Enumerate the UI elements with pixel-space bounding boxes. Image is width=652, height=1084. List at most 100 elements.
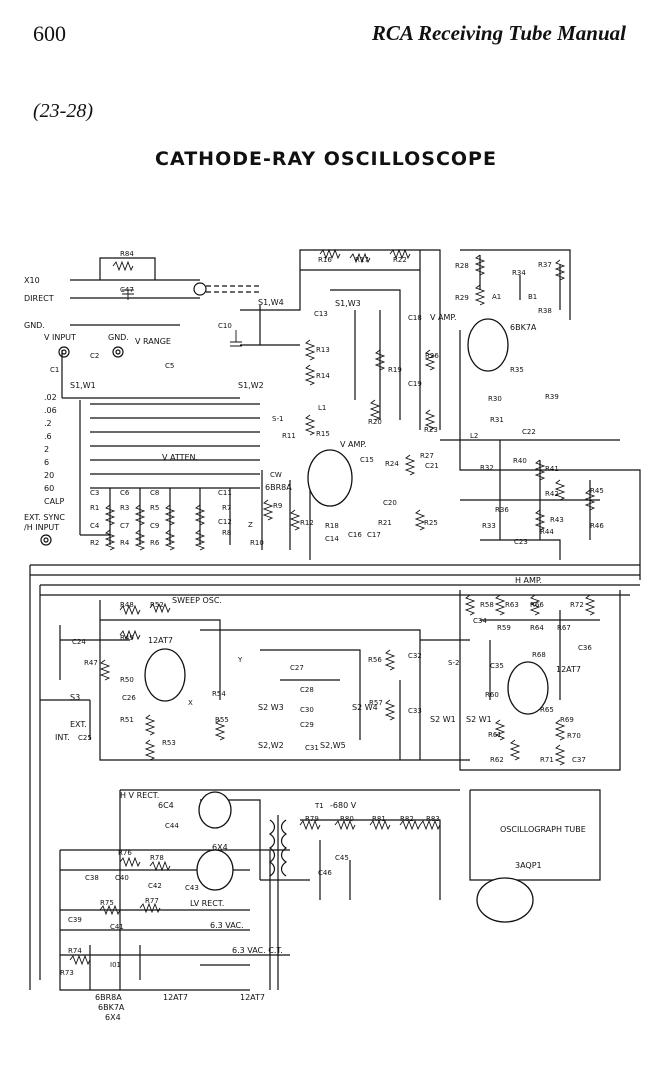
section-label: EXT. [70,720,87,729]
component-label: C15 [360,456,374,464]
switch-label: S1,W4 [258,298,284,307]
range-step: CALP [44,497,65,506]
tube-type: 12AT7 [556,665,581,674]
component-label: C35 [490,662,504,670]
component-label: C43 [185,884,199,892]
component-label: R6 [150,539,160,547]
component-label: R57 [369,699,383,707]
range-step: .2 [44,419,52,428]
v-input-label: V INPUT [44,333,76,342]
component-label: B1 [528,293,537,301]
component-label: R18 [325,522,339,530]
component-label: R38 [538,307,552,315]
range-step: .02 [44,393,57,402]
component-label: C37 [572,756,586,764]
component-label: R26 [425,352,439,360]
section-label: INT. [55,733,70,742]
component-label: R16 [318,256,332,264]
component-label: L1 [318,404,326,412]
component-label: R32 [480,464,494,472]
component-label: R55 [215,716,229,724]
component-label: C41 [110,923,124,931]
component-label: C33 [408,707,422,715]
component-label: R81 [372,815,386,823]
component-label: R24 [385,460,399,468]
heater-label: 12AT7 [240,993,265,1002]
switch-label: S2 W1 [466,715,492,724]
component-label: C42 [148,882,162,890]
x10-label: X10 [24,276,40,285]
component-label: R59 [497,624,511,632]
input-jacks [40,346,124,546]
component-label: R79 [305,815,319,823]
component-label: C25 [78,734,92,742]
component-label: S-2 [448,659,459,667]
range-steps: .02 .06 .2 .6 2 6 20 60 CALP [44,393,65,506]
component-label: R45 [590,487,604,495]
component-label: R13 [316,346,330,354]
component-label: R71 [540,756,554,764]
component-label: R56 [368,656,382,664]
section-labels: V ATTEN. V AMP. V AMP. H AMP. SWEEP OSC.… [55,313,586,955]
component-label: R84 [120,250,134,258]
component-label: R80 [340,815,354,823]
diagram-title: CATHODE-RAY OSCILLOSCOPE [155,148,497,170]
section-label: V ATTEN. [162,453,198,462]
component-label: A1 [492,293,501,301]
component-label: C22 [522,428,536,436]
component-label: R35 [510,366,524,374]
component-label: R53 [162,739,176,747]
component-label: R4 [120,539,130,547]
component-label: C39 [68,916,82,924]
component-label: R41 [545,465,559,473]
heater-label: 12AT7 [163,993,188,1002]
component-label: R69 [560,716,574,724]
component-label: R36 [495,506,509,514]
component-label: C46 [318,869,332,877]
component-label: R66 [530,601,544,609]
section-label: H AMP. [515,576,542,585]
component-label: R82 [400,815,414,823]
section-label: OSCILLOGRAPH TUBE [500,825,586,834]
switch-label: S1,W1 [70,381,96,390]
section-label: 6.3 VAC. C.T. [232,946,283,955]
range-step: .6 [44,432,52,441]
section-label: V AMP. [430,313,457,322]
component-label: R64 [530,624,544,632]
tube-type: 6C4 [158,801,174,810]
wiring [29,249,641,991]
component-label: R1 [90,504,99,512]
component-label: C26 [122,694,136,702]
component-label: R49 [120,634,134,642]
component-label: R44 [540,528,554,536]
range-step: 60 [44,484,54,493]
tubes [144,318,549,923]
component-label: R50 [120,676,134,684]
component-label: R65 [540,706,554,714]
component-label: C6 [120,489,130,497]
switch-labels: S1,W4 S1,W3 S1,W1 S1,W2 S3 S2 W3 S2 W4 S… [70,298,492,750]
component-label: C10 [218,322,232,330]
component-label: C19 [408,380,422,388]
component-label: R7 [222,504,231,512]
figure-number: (23-28) [33,100,93,122]
component-label: R37 [538,261,552,269]
component-label: R23 [424,426,438,434]
component-label: R63 [505,601,519,609]
range-step: 6 [44,458,49,467]
component-label: R5 [150,504,159,512]
heater-label: 6BK7A [98,1003,125,1012]
component-label: C12 [218,518,232,526]
component-label: R33 [482,522,496,530]
page-number: 600 [33,21,66,46]
component-label: C7 [120,522,129,530]
switch-label: S2 W3 [258,703,284,712]
component-label: R39 [545,393,559,401]
range-step: 20 [44,471,54,480]
component-label: C27 [290,664,304,672]
component-label: C24 [72,638,86,646]
component-label: C23 [514,538,528,546]
switch-label: S2 W4 [352,703,378,712]
tube-type: 6BK7A [510,323,537,332]
